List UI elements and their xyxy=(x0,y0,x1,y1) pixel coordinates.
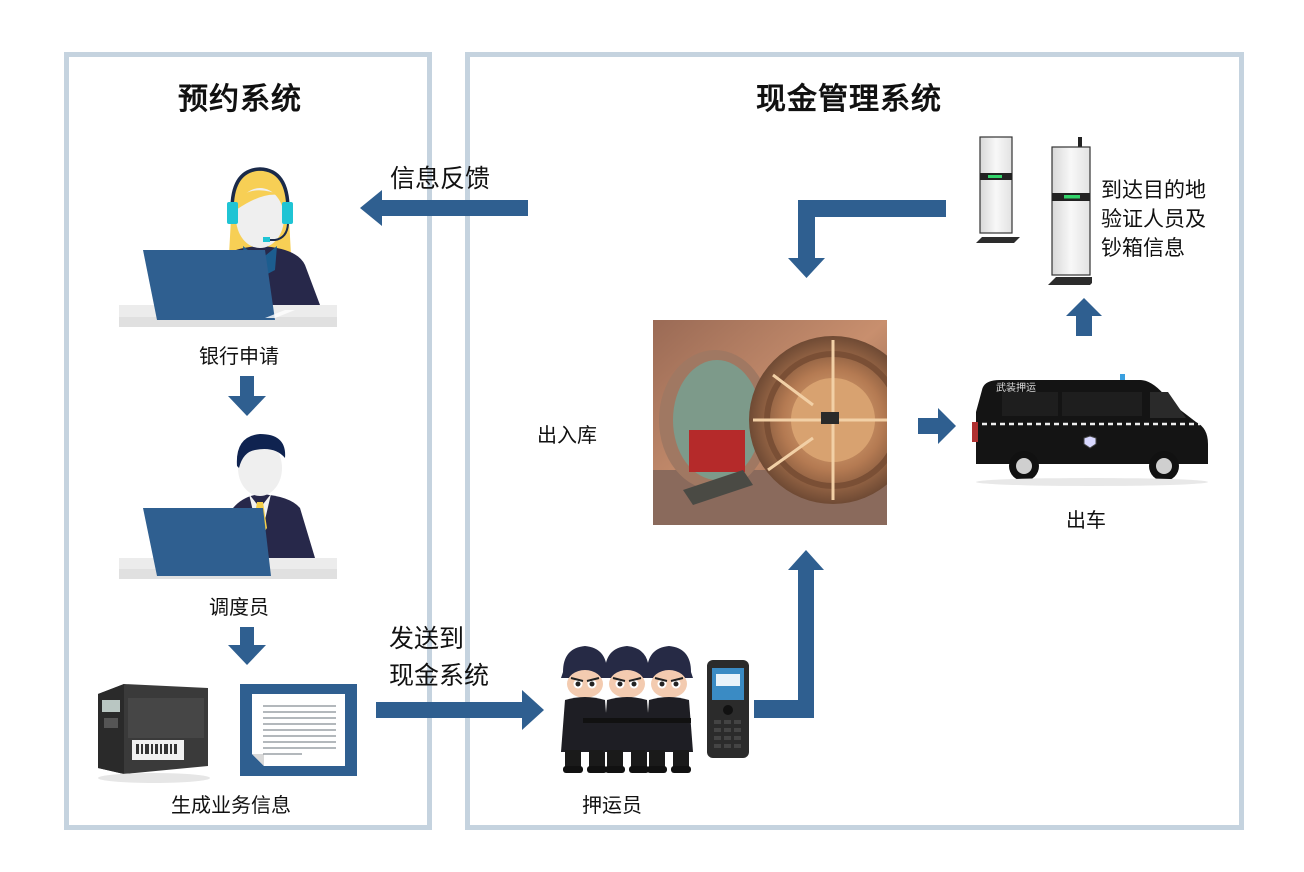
bank-request-label: 银行申请 xyxy=(199,344,279,368)
handheld-terminal-icon xyxy=(707,660,749,758)
send-to-cash-label-line1: 发送到 xyxy=(389,624,465,653)
arrow-up-icon xyxy=(1066,298,1102,336)
arrow-up-elbow-icon xyxy=(754,550,824,718)
van-text: 武装押运 xyxy=(996,381,1036,394)
arrow-right-icon xyxy=(376,690,544,730)
arrow-right-icon xyxy=(918,408,956,444)
vault-label: 出入库 xyxy=(537,423,597,447)
feedback-label: 信息反馈 xyxy=(390,164,491,193)
arrow-down-icon xyxy=(228,376,266,416)
arrow-down-elbow-icon xyxy=(788,200,946,278)
customer-service-agent-icon xyxy=(119,167,337,327)
reservation-system-title: 预约系统 xyxy=(178,82,302,117)
armed-guards-icon xyxy=(561,645,694,774)
rfid-gate-icon xyxy=(976,136,1092,285)
reservation-system-panel xyxy=(64,52,432,830)
armored-van-icon: 武装押运 xyxy=(972,374,1208,486)
label-printer-icon xyxy=(98,684,210,783)
dispatcher-icon xyxy=(119,434,337,579)
generate-info-label: 生成业务信息 xyxy=(171,793,291,817)
van-label: 出车 xyxy=(1066,508,1106,532)
escort-label: 押运员 xyxy=(582,793,642,817)
send-to-cash-label-line2: 现金系统 xyxy=(389,661,490,690)
bank-vault-icon xyxy=(653,320,887,525)
verification-label-line1: 到达目的地 xyxy=(1101,178,1206,202)
arrow-down-icon xyxy=(228,627,266,665)
verification-label-line2: 验证人员及 xyxy=(1101,207,1206,231)
cash-management-panel xyxy=(465,52,1244,830)
verification-label-line3: 钞箱信息 xyxy=(1101,236,1185,260)
cash-management-title: 现金管理系统 xyxy=(756,82,942,117)
arrow-left-icon xyxy=(360,190,528,226)
dispatcher-label: 调度员 xyxy=(209,595,269,619)
document-icon xyxy=(240,684,357,776)
